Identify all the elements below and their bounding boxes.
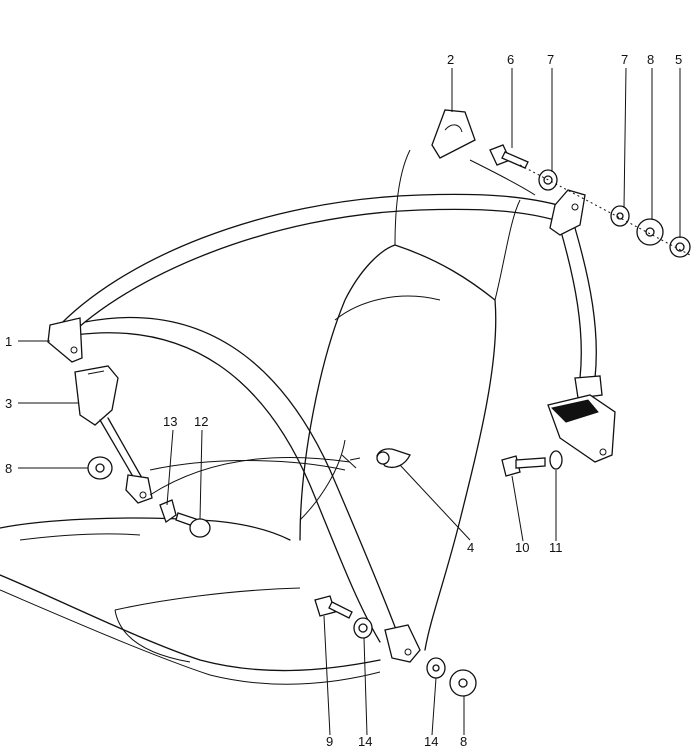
- bolt-12: [175, 512, 211, 538]
- upper-anchor-bracket: [549, 189, 586, 236]
- nut-5: [669, 236, 691, 258]
- callout-14-right: 14: [424, 734, 438, 748]
- callout-6: 6: [507, 52, 514, 67]
- callout-8-left: 8: [5, 461, 12, 476]
- callout-9: 9: [326, 734, 333, 748]
- anchor-plate-1: [47, 317, 83, 363]
- washer-8-left: [87, 456, 113, 480]
- callout-10: 10: [515, 540, 529, 555]
- callout-2: 2: [447, 52, 454, 67]
- callout-5: 5: [675, 52, 682, 67]
- callout-7-right: 7: [621, 52, 628, 67]
- seat-outline: [0, 149, 536, 685]
- spacer-14-right: [426, 657, 446, 679]
- washer-7-right: [610, 205, 630, 227]
- callout-8-bottom: 8: [460, 734, 467, 748]
- callout-4: 4: [467, 540, 474, 555]
- lower-anchor-plate: [384, 624, 421, 663]
- callout-labels: 1 3 8 13 12 2 6 7 7 8 5 4 10 11 9 14 14 …: [5, 52, 682, 748]
- bolt-9: [314, 595, 353, 619]
- belt-webbing: [54, 193, 597, 643]
- spacer-13: [159, 499, 177, 524]
- washer-11: [549, 450, 563, 470]
- callout-1: 1: [5, 334, 12, 349]
- guide-2: [431, 109, 476, 159]
- retractor: [547, 375, 616, 463]
- buckle-wire: [149, 456, 351, 496]
- callout-11: 11: [549, 540, 563, 555]
- callout-7-top: 7: [547, 52, 554, 67]
- wire-connector: [341, 454, 361, 469]
- bolt-6: [489, 144, 529, 169]
- spacer-14-left: [353, 617, 373, 639]
- axis-line-upper: [519, 164, 691, 256]
- leader-lines: [18, 67, 681, 736]
- callout-3: 3: [5, 396, 12, 411]
- cap-4: [376, 448, 411, 469]
- buckle-3: [74, 365, 153, 504]
- callout-12: 12: [194, 414, 208, 429]
- bolt-10: [501, 455, 546, 477]
- washer-8-right: [636, 218, 664, 246]
- callout-8-right: 8: [647, 52, 654, 67]
- callout-14-left: 14: [358, 734, 372, 748]
- callout-13: 13: [163, 414, 177, 429]
- washer-8-bottom: [449, 669, 477, 697]
